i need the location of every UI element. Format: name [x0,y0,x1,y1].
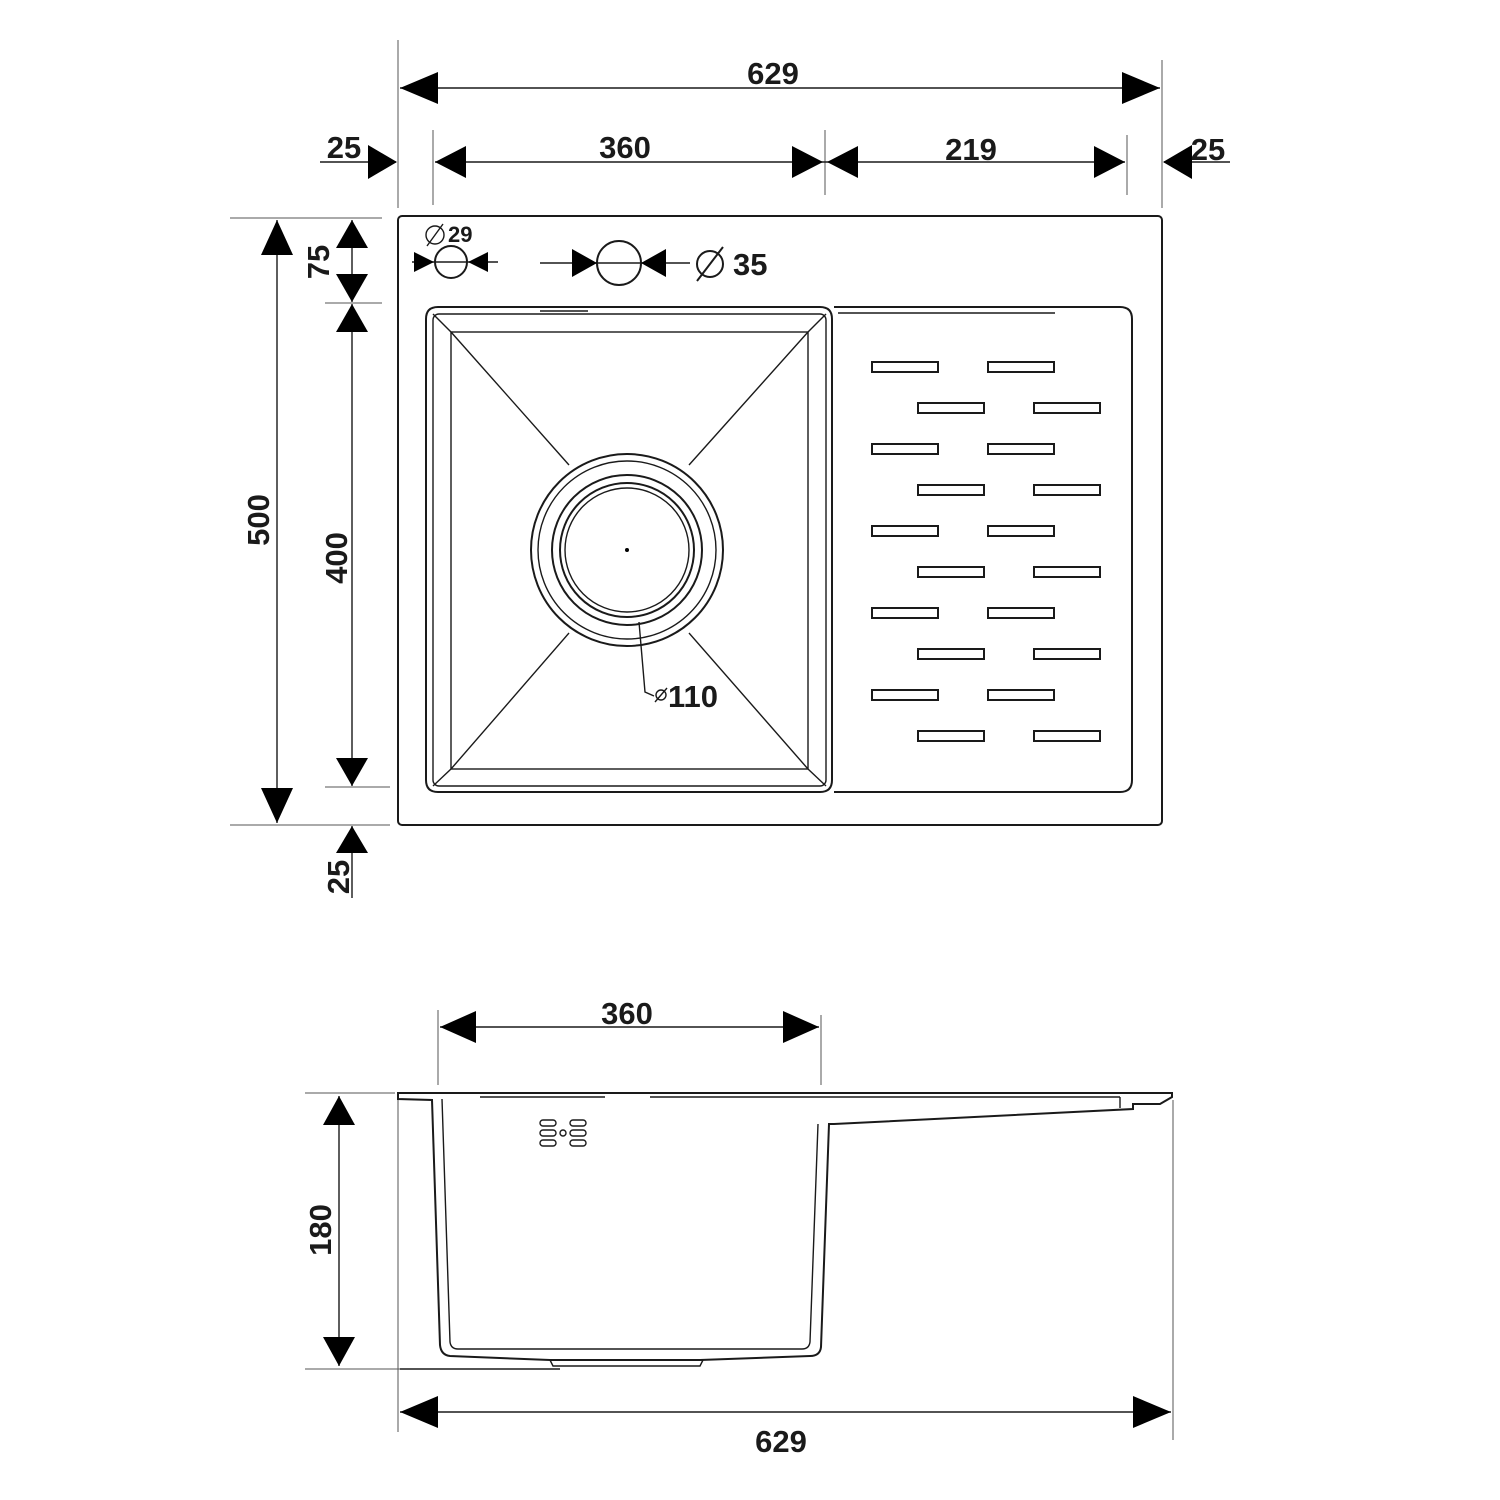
dim-vertical-chain: 75 400 25 [301,220,368,898]
dim-side-overall-width: 629 [397,1100,1174,1459]
drain: 110 [530,453,724,714]
drainer-slot [871,525,939,537]
dim-side-margins: 25 25 [320,130,1230,179]
dim-overall-width: 629 [400,56,1160,104]
drainer-slot [917,648,985,660]
sink-outline [397,215,1163,826]
drainer-slot [987,607,1055,619]
drainer-slot [917,402,985,414]
dim-bowl-depth-label: 400 [319,532,354,584]
dim-overall-depth-label: 500 [241,494,276,546]
drainer-slot [987,443,1055,455]
drainer-slot [871,443,939,455]
dim-side-bowl-width-label: 360 [601,996,653,1031]
dim-left-margin-label: 25 [327,130,361,165]
overflow-slots [539,1119,587,1147]
drainer-slot [917,566,985,578]
sink-profile [397,1092,1173,1370]
tap-hole-label: 35 [733,247,767,282]
small-hole-label: 29 [448,222,472,247]
drainer-slot [1033,402,1101,414]
drainer-board [834,306,1133,793]
drainer-slot [1033,730,1101,742]
drainer-slots [871,361,1101,742]
drainer-slot [987,361,1055,373]
tap-hole: 35 [540,240,767,286]
dim-side-bowl-width: 360 [437,996,822,1085]
bowl [425,306,833,793]
dim-overall-depth: 500 [241,220,293,823]
drainer-slot [987,689,1055,701]
drainer-slot [1033,484,1101,496]
dim-side-height-label: 180 [303,1204,338,1256]
dim-side-height: 180 [303,1092,440,1370]
dim-overall-width-label: 629 [747,56,799,91]
drainer-slot [871,689,939,701]
extension-lines [230,40,1163,826]
drainer-slot [1033,566,1101,578]
drainer-slot [1033,648,1101,660]
small-hole: 29 [412,222,498,279]
dim-side-overall-width-label: 629 [755,1424,807,1459]
drainer-slot [871,361,939,373]
dim-right-margin-label: 25 [1191,132,1225,167]
side-view: 360 180 629 [303,996,1174,1459]
drainer-slot [871,607,939,619]
dim-bowl-width-label: 360 [599,130,651,165]
dim-drainer-width-label: 219 [945,132,997,167]
dim-bottom-margin-label: 25 [321,860,356,894]
dim-bowl-and-drainer: 360 219 [435,130,1125,178]
drain-label: 110 [668,679,718,714]
top-view: 629 360 219 25 25 500 [230,40,1230,898]
drainer-slot [917,730,985,742]
dim-tap-offset-label: 75 [301,245,336,279]
drainer-slot [917,484,985,496]
drainer-slot [987,525,1055,537]
